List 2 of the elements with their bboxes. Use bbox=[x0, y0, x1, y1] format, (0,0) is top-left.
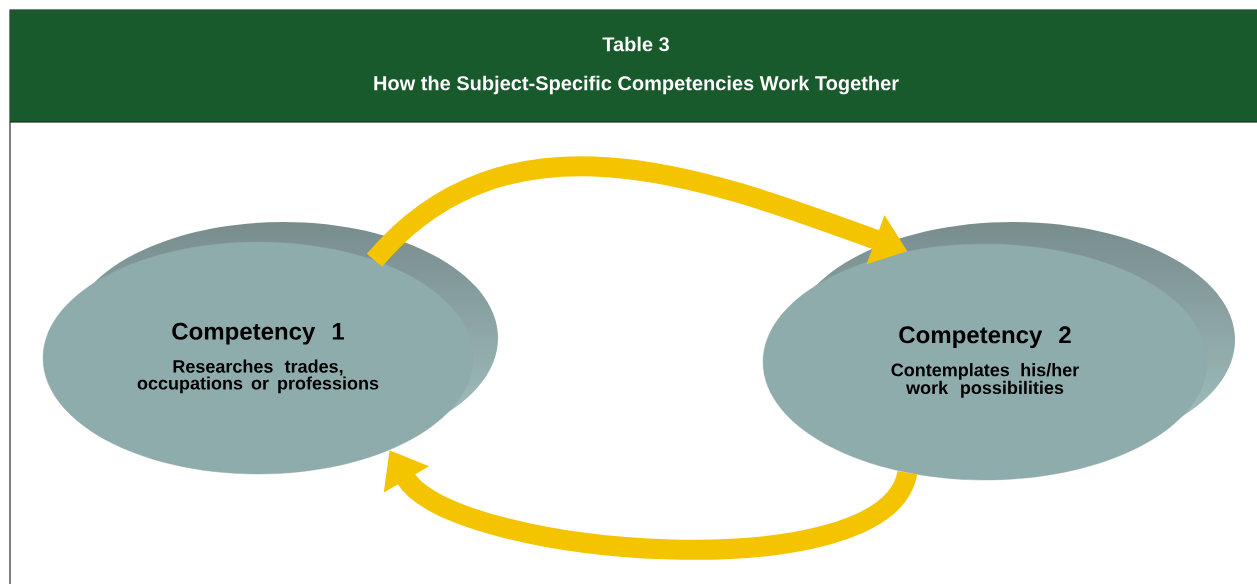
table-title: How the Subject-Specific Competencies Work Together bbox=[374, 75, 899, 95]
table-number: Table 3 bbox=[602, 36, 669, 52]
